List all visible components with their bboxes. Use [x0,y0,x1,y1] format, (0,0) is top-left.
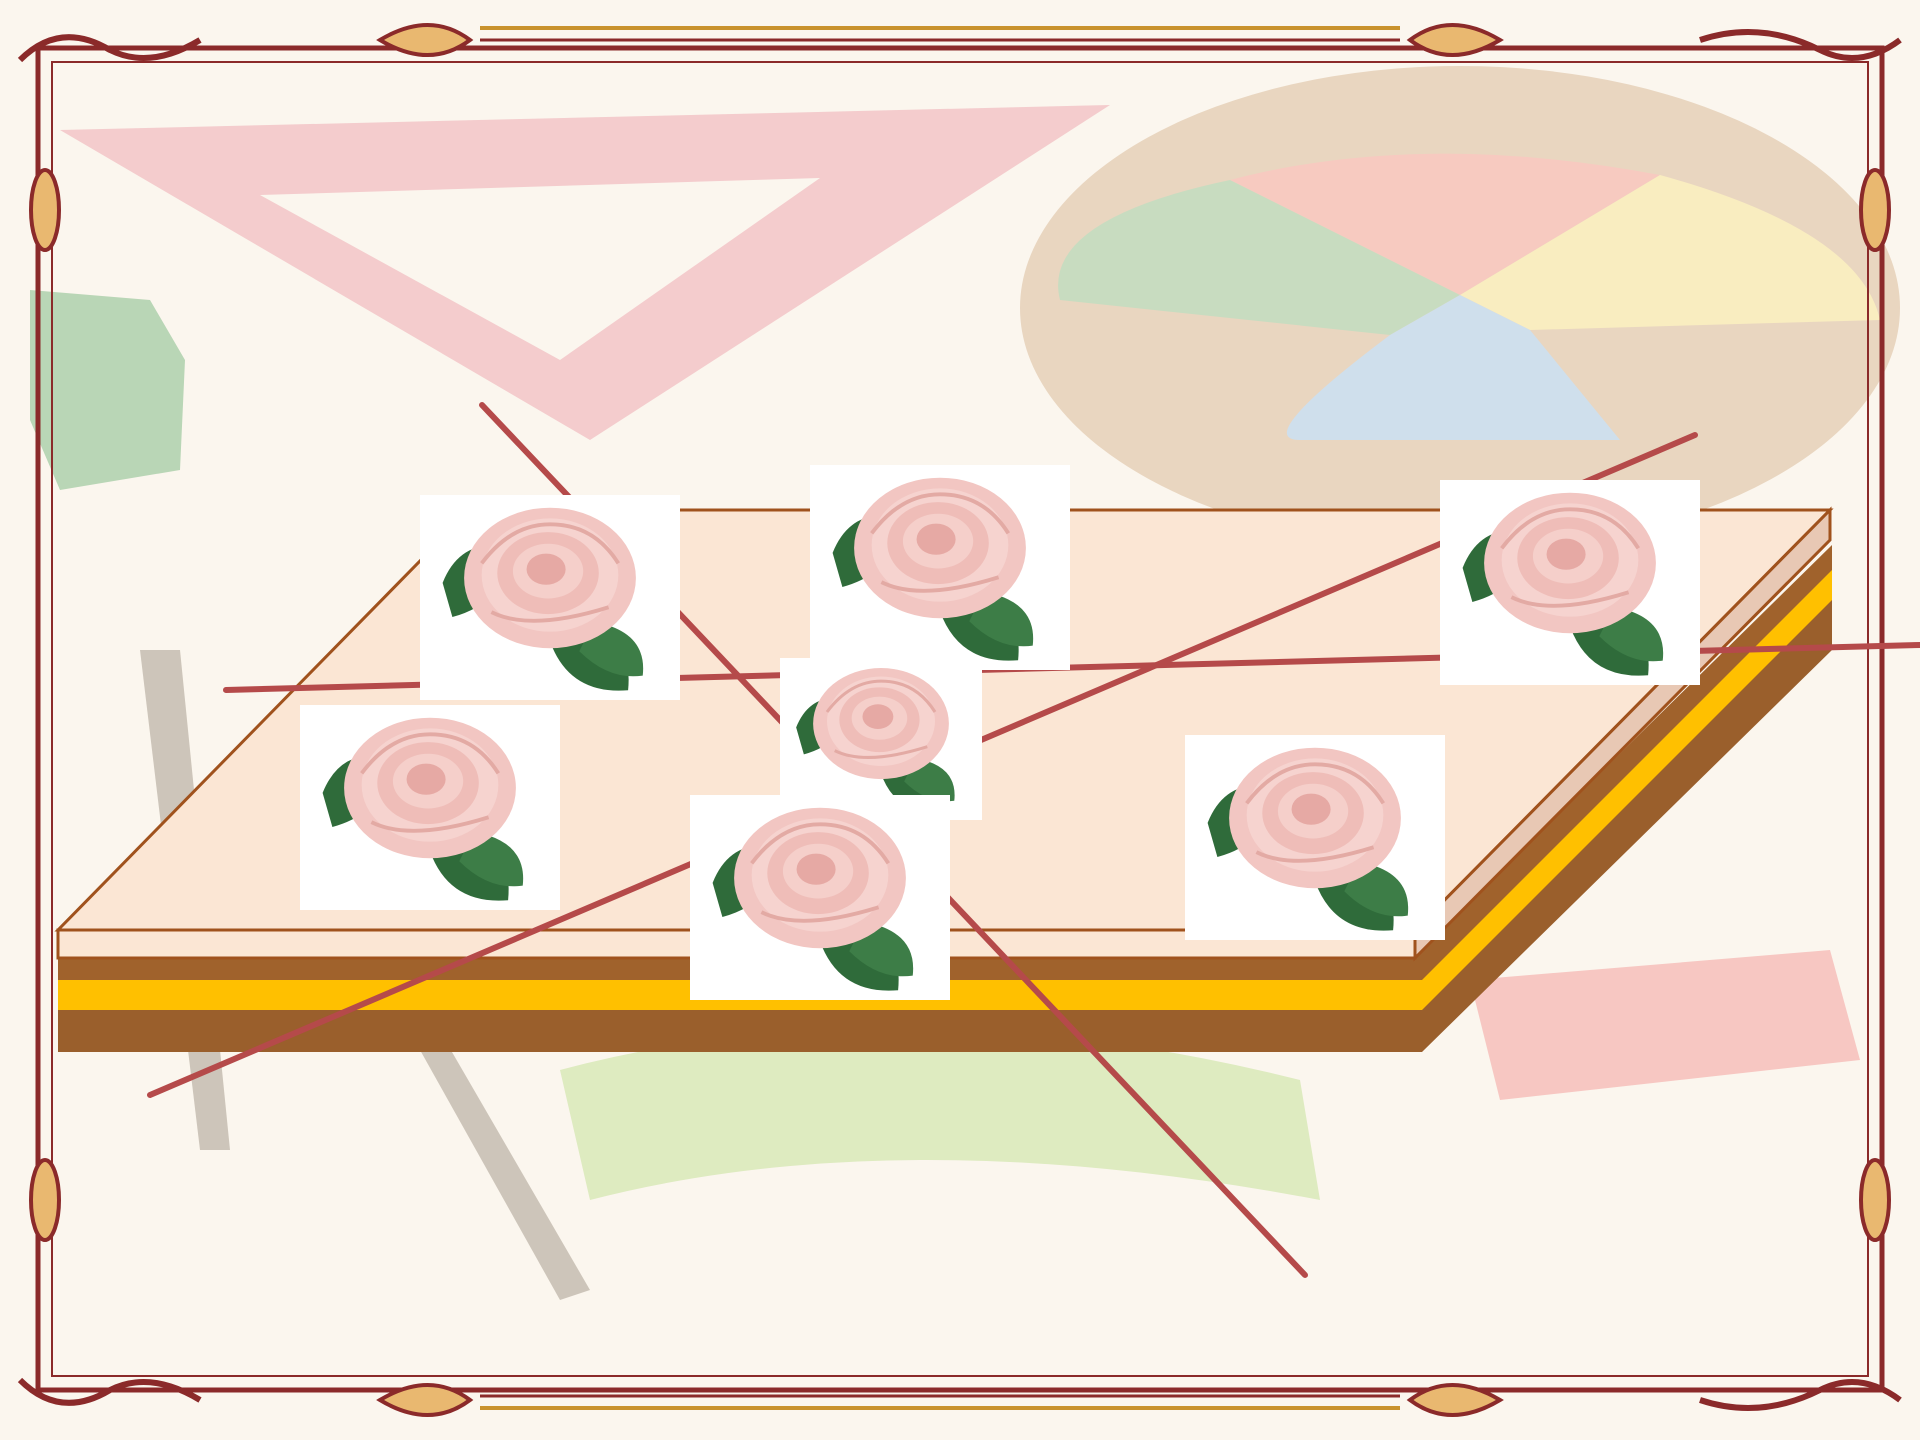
rose-tile-6 [690,795,950,1000]
rose-tile-3 [1440,480,1700,685]
rose-tile-5 [300,705,560,910]
rose-tile-7 [1185,735,1445,940]
rose-tile-2 [810,465,1070,670]
rose-tile-1 [420,495,680,700]
